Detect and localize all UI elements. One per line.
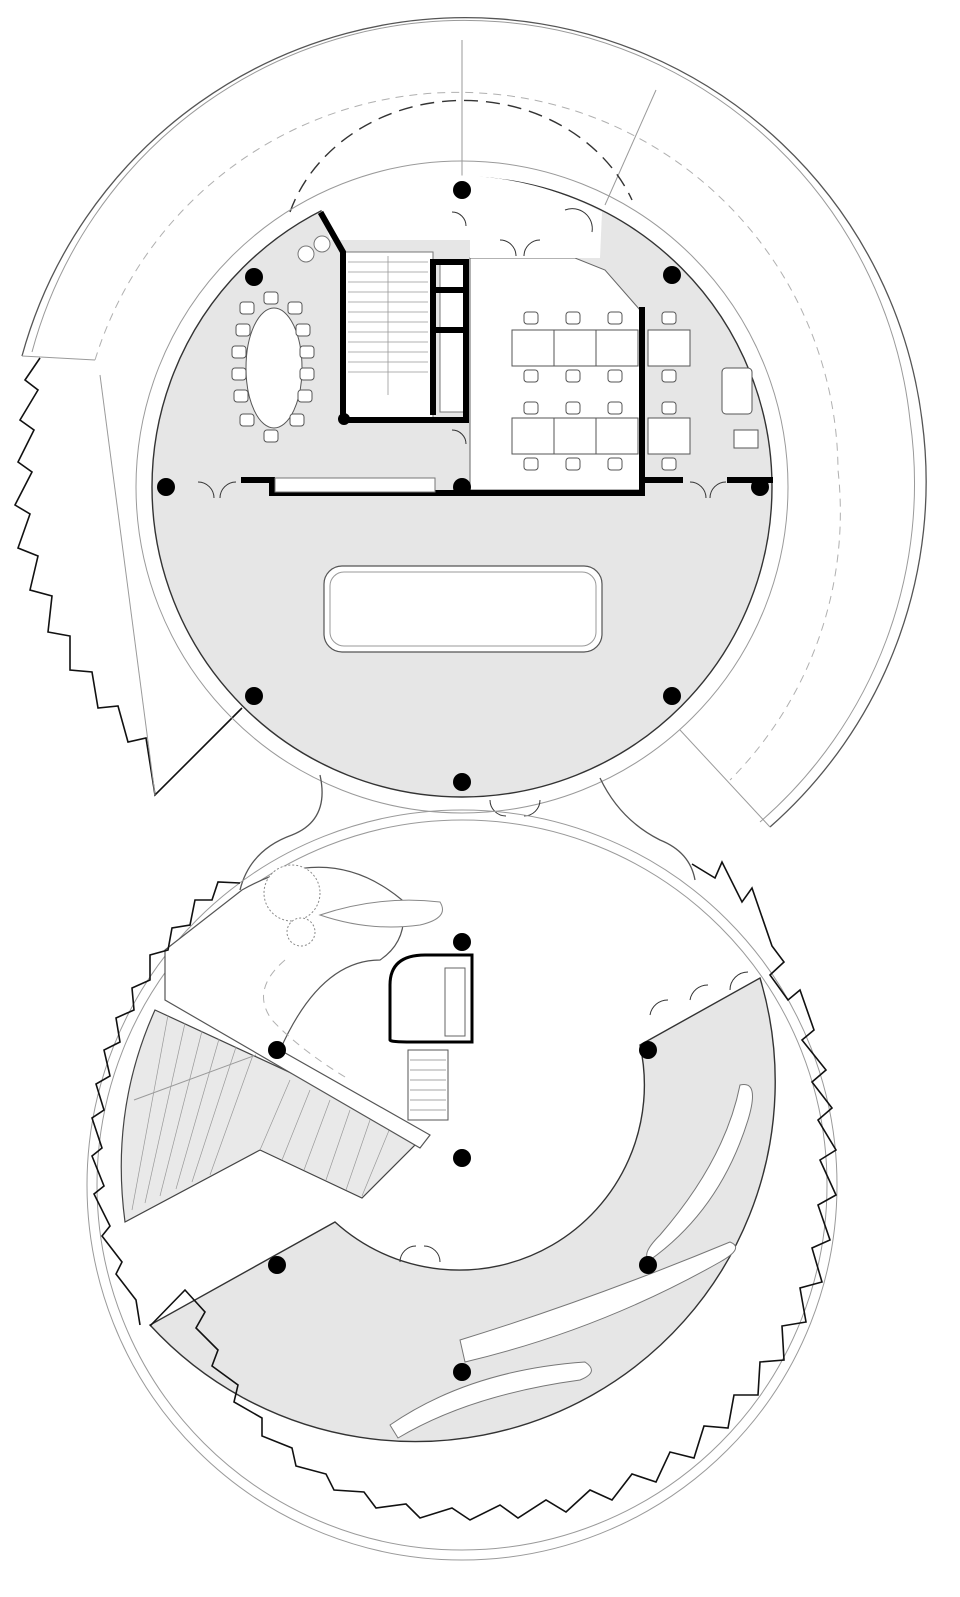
upper-left-sawtooth-wing [13, 357, 243, 797]
lower-right-sawtooth [149, 860, 838, 1521]
upper-outer-canopy [21, 17, 927, 828]
meeting-table [231, 235, 331, 443]
lower-canopy [318, 899, 443, 928]
lower-columns [268, 933, 657, 1381]
canopy-dashed-edge [94, 91, 841, 781]
amphitheater-stairs [120, 1009, 427, 1223]
lower-outline [86, 809, 838, 1561]
lower-left-sawtooth [91, 881, 241, 1326]
upper-walls [241, 210, 773, 496]
planter-curve-3 [389, 1361, 592, 1439]
doors-lower [399, 971, 749, 1263]
upper-volume [13, 17, 927, 828]
upper-columns [157, 181, 769, 791]
upper-corridor-top [320, 175, 602, 258]
central-void [323, 565, 603, 653]
landscaped-trees [263, 864, 321, 947]
lower-floor-ring [148, 976, 776, 1443]
stair-core-lower [388, 953, 474, 1121]
stair-core-upper [342, 251, 467, 421]
curved-ramp [164, 866, 431, 1149]
workstations [511, 311, 759, 471]
entrance-dashed-arc [289, 99, 633, 213]
connector-bridge [239, 774, 696, 891]
lower-volume [86, 809, 838, 1561]
planter-curve-2 [459, 1241, 737, 1363]
